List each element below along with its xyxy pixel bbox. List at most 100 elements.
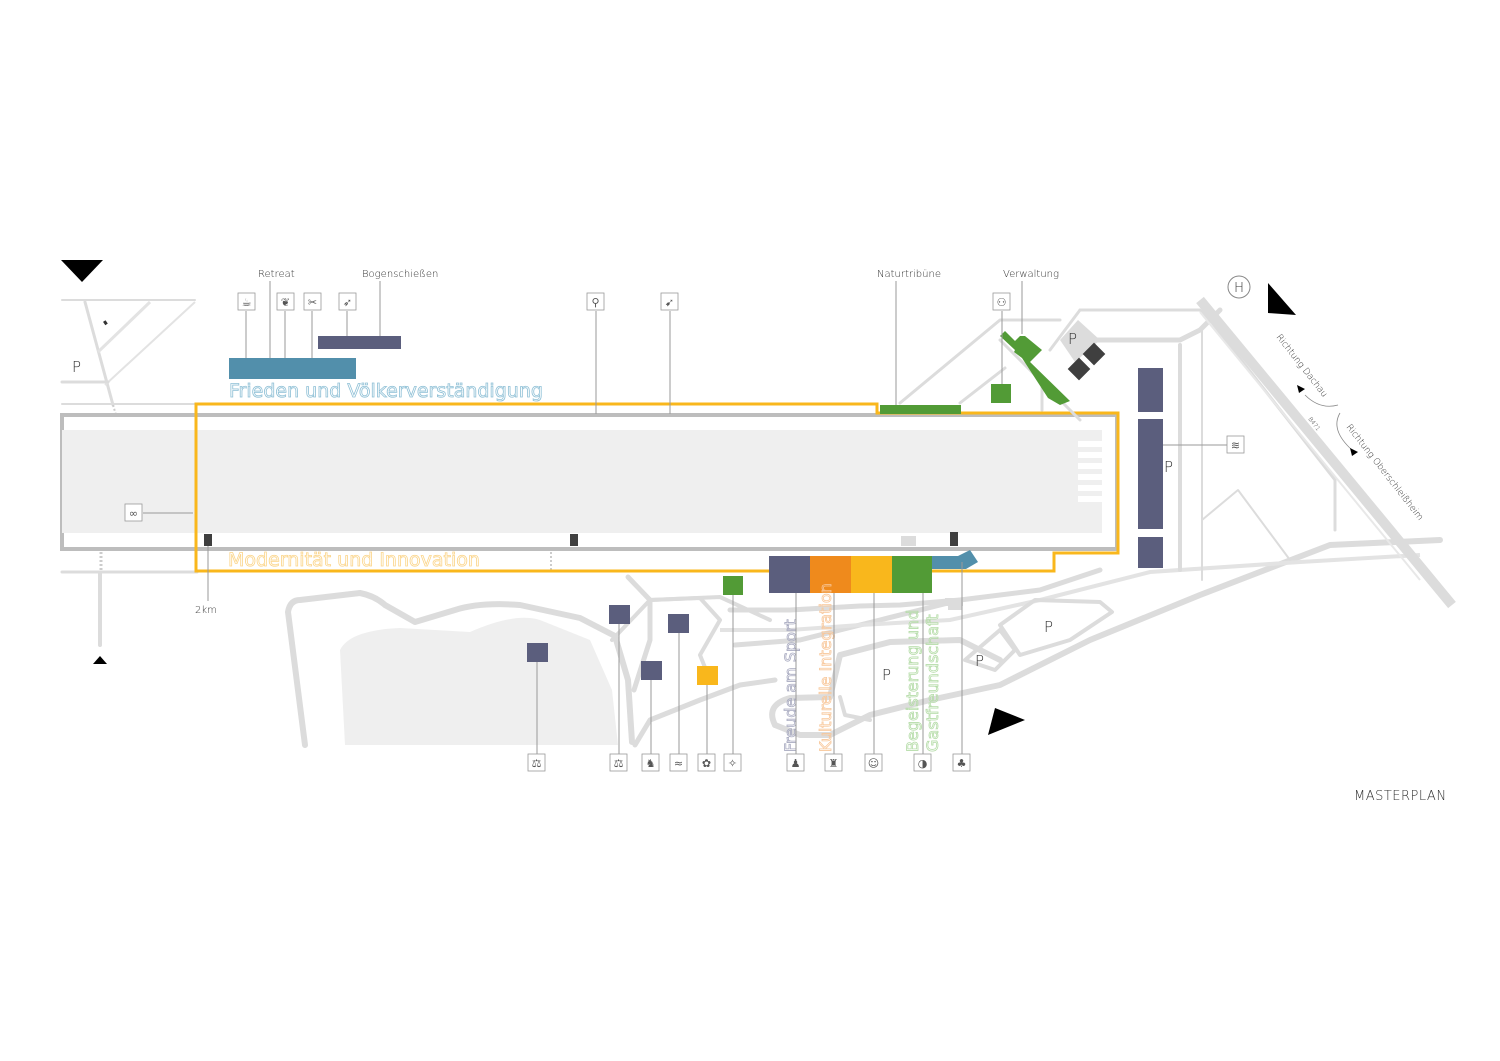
leaf-icon-frame: [276, 292, 295, 311]
swimmer-icon[interactable]: ≈: [669, 753, 688, 772]
scissors-icon[interactable]: ✂: [303, 292, 322, 311]
cyclists-group-icon[interactable]: ≋: [1226, 435, 1245, 454]
theme-sport: Freude am Sport: [781, 619, 800, 752]
theme-integration: Kulturelle Integration: [816, 583, 835, 752]
leader-lines: [143, 281, 1227, 754]
weightlifter-icon-frame: [527, 753, 546, 772]
light-grey-block: [901, 536, 916, 546]
marker-post: [570, 534, 578, 546]
parking-label[interactable]: P: [882, 666, 891, 684]
south-roads: [610, 537, 1443, 748]
weightlifter-icon-glyph: ⚖: [614, 757, 624, 770]
skater-icon-frame: [786, 753, 805, 772]
parking-label[interactable]: P: [72, 358, 81, 376]
dining-icon-frame: [913, 753, 932, 772]
marker-post: [950, 532, 958, 546]
parking-label[interactable]: P: [975, 652, 984, 670]
northwest-roads: [60, 299, 196, 416]
weightlifter-icon[interactable]: ⚖: [609, 753, 628, 772]
runner-icon-glyph: ➹: [665, 296, 674, 309]
theme-hospitality-line2: Gastfreundschaft: [923, 614, 942, 752]
scissors-icon-glyph: ✂: [308, 296, 317, 309]
viewpoint-arrow-southeast: [988, 708, 1025, 735]
archer-icon-glyph: ➶: [343, 296, 352, 309]
archer-icon[interactable]: ➶: [338, 292, 357, 311]
helipad[interactable]: H: [1227, 275, 1251, 299]
parking-labels: P P P P P P: [72, 330, 1173, 684]
link-icon-frame: [124, 503, 143, 522]
climber-icon-glyph: ♜: [829, 757, 839, 770]
stage-audience-icon-glyph: ♣: [957, 757, 967, 770]
viewpoint-arrow-northeast: [1268, 283, 1296, 315]
airfield: [60, 413, 1119, 574]
parking-area: [1060, 320, 1100, 362]
building-administration[interactable]: [1000, 331, 1070, 405]
building-south-2[interactable]: [668, 614, 689, 633]
building-sport[interactable]: [769, 556, 810, 593]
leaf-icon[interactable]: ❦: [276, 292, 295, 311]
weightlifter-icon[interactable]: ⚖: [527, 753, 546, 772]
building-parking-3[interactable]: [1138, 537, 1163, 568]
building-retreat[interactable]: [229, 358, 356, 379]
star-figure-icon[interactable]: ✧: [723, 753, 742, 772]
building-natural-grandstand[interactable]: [880, 405, 961, 414]
building-south-1[interactable]: [609, 605, 630, 624]
building-green-square[interactable]: [991, 384, 1011, 403]
label-administration: Verwaltung: [1003, 269, 1059, 280]
dining-icon[interactable]: ◑: [913, 753, 932, 772]
label-archery: Bogenschießen: [362, 269, 438, 280]
scissors-icon-frame: [303, 292, 322, 311]
building-hospitality[interactable]: [892, 556, 932, 593]
viewpoint-arrow-northwest: [61, 260, 103, 282]
icon-layer: ☕ ❦ ✂ ➶ ⚲ ➹ ⚇ ∞ ≋ ⚖ ⚖ ♞ ≈ ✿ ✧ ♟ ♜ ☺ ◑ ♣: [124, 292, 1245, 772]
building-south-3[interactable]: [527, 643, 548, 662]
weightlifter-icon-frame: [609, 753, 628, 772]
coffee-cup-icon[interactable]: ☕: [237, 292, 256, 311]
building-culture[interactable]: [851, 556, 892, 593]
runner-icon-frame: [660, 292, 679, 311]
building-south-4[interactable]: [641, 661, 662, 680]
helipad-label: H: [1234, 281, 1244, 296]
road-b471: [1196, 296, 1456, 609]
dark-buildings: [1067, 342, 1106, 381]
climber-icon[interactable]: ♜: [824, 753, 843, 772]
stage-audience-icon[interactable]: ♣: [952, 753, 971, 772]
parking-label[interactable]: P: [1044, 618, 1053, 636]
lake-shore-road: [285, 590, 635, 748]
cyclist-icon-frame: [586, 292, 605, 311]
theater-masks-icon-glyph: ☺: [868, 757, 879, 770]
parking-label[interactable]: P: [1068, 330, 1077, 348]
building-integration[interactable]: [810, 556, 851, 593]
group-people-icon[interactable]: ⚇: [992, 292, 1011, 311]
lake-area: [340, 617, 618, 745]
star-figure-icon-glyph: ✧: [728, 757, 737, 770]
parking-label[interactable]: P: [1164, 458, 1173, 476]
weightlifter-icon-glyph: ⚖: [532, 757, 542, 770]
dancer-icon[interactable]: ♞: [641, 753, 660, 772]
runner-icon[interactable]: ➹: [660, 292, 679, 311]
flower-icon[interactable]: ✿: [697, 753, 716, 772]
cyclist-icon-glyph: ⚲: [591, 296, 599, 309]
cyclists-group-icon-glyph: ≋: [1231, 439, 1240, 452]
building-south-green[interactable]: [723, 576, 743, 595]
theme-modernity: Modernität und Innovation: [228, 549, 480, 571]
theater-masks-icon[interactable]: ☺: [864, 753, 883, 772]
building-peace-annex[interactable]: [932, 550, 978, 569]
building-archery[interactable]: [318, 336, 401, 349]
event-boundary: [194, 402, 1120, 573]
building-south-yellow[interactable]: [697, 666, 718, 685]
label-distance: 2km: [195, 605, 217, 616]
leaf-icon-glyph: ❦: [281, 296, 290, 309]
flower-icon-frame: [697, 753, 716, 772]
skater-icon[interactable]: ♟: [786, 753, 805, 772]
dining-icon-glyph: ◑: [918, 757, 928, 770]
group-people-icon-frame: [992, 292, 1011, 311]
building-parking-1[interactable]: [1138, 368, 1163, 412]
cyclist-icon[interactable]: ⚲: [586, 292, 605, 311]
link-icon[interactable]: ∞: [124, 503, 143, 522]
building-parking-2[interactable]: [1138, 419, 1163, 529]
swimmer-icon-frame: [669, 753, 688, 772]
viewpoint-arrow-south: [93, 656, 107, 664]
coffee-cup-icon-glyph: ☕: [242, 296, 252, 309]
